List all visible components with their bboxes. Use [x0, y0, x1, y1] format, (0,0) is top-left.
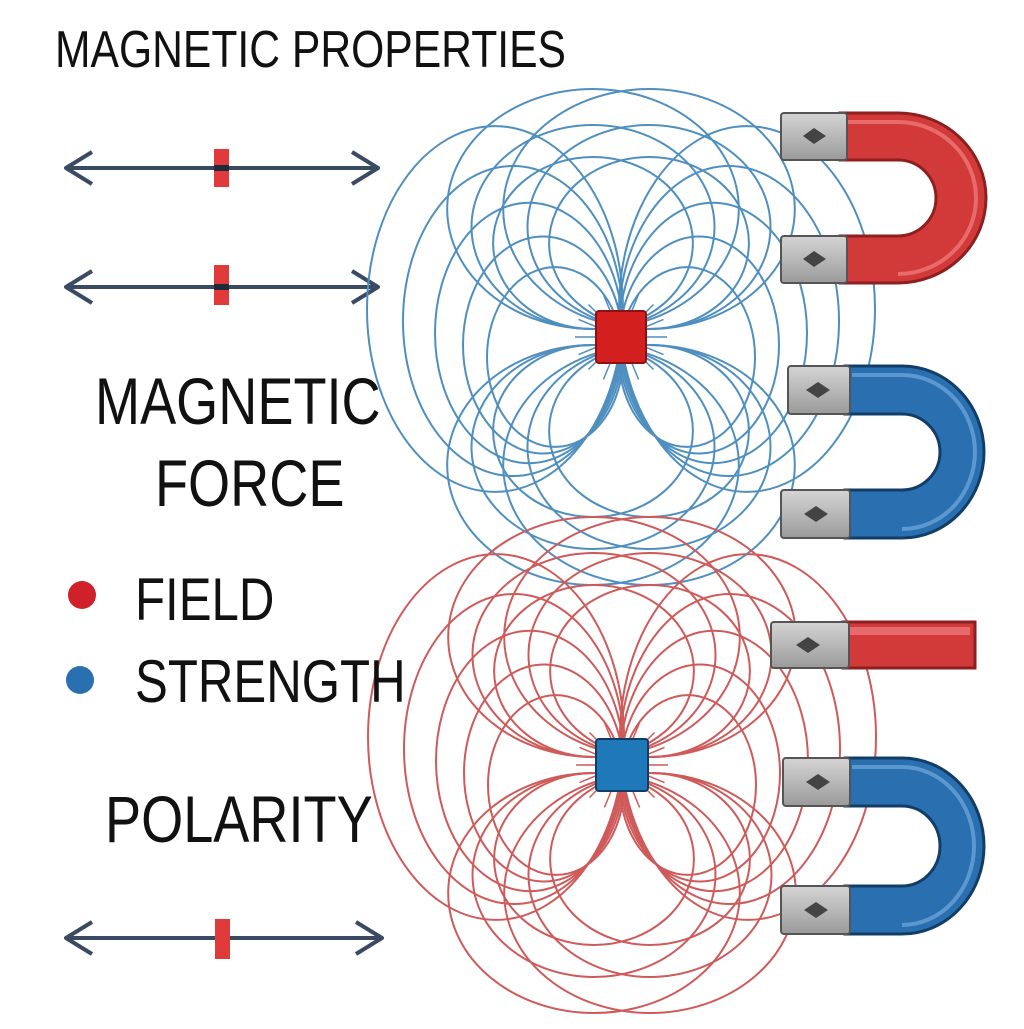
arrow-marker-3: [215, 919, 230, 959]
double-arrow-2: [64, 265, 380, 305]
horseshoe-magnet-icon: [780, 364, 986, 540]
horseshoe-magnet-icon: [780, 111, 988, 285]
field-legend-dot: [68, 581, 96, 609]
double-arrow-1: [64, 149, 380, 187]
field-loop-19: [549, 584, 751, 758]
double-arrow-3: [64, 919, 384, 959]
strength-legend-label: STRENGTH: [135, 648, 406, 715]
center-blue-square: [595, 738, 649, 792]
blue-field-lines: [366, 88, 876, 586]
field-loop-18: [492, 156, 694, 330]
bar-magnet-icon: [770, 620, 977, 670]
strength-legend-dot: [66, 666, 94, 694]
field-loop-20: [493, 772, 695, 946]
magnetic-force-label-line2: FORCE: [155, 446, 345, 520]
magnetic-force-label-line1: MAGNETIC: [95, 364, 381, 438]
field-legend-label: FIELD: [135, 566, 275, 633]
polarity-label: POLARITY: [105, 782, 373, 856]
page-title: MAGNETIC PROPERTIES: [55, 21, 566, 79]
center-red-square: [595, 310, 647, 364]
field-loop-19: [548, 156, 750, 330]
field-loop-18: [493, 584, 695, 758]
horseshoe-magnet-icon: [780, 756, 986, 936]
field-loop-21: [549, 772, 751, 946]
